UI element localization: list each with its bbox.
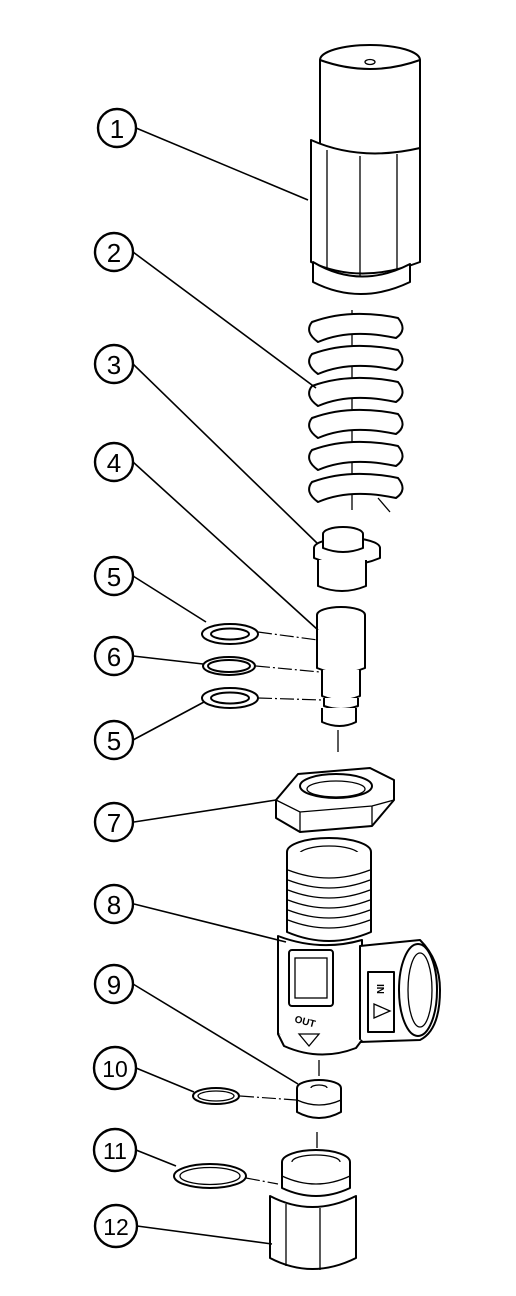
callout-3-label: 3	[107, 350, 121, 380]
callout-2-label: 2	[107, 238, 121, 268]
callout-8-label: 8	[107, 890, 121, 920]
callout-1: 1	[96, 107, 138, 149]
part-2-spring	[308, 310, 404, 513]
callout-3: 3	[93, 343, 135, 385]
leader-11	[135, 1149, 177, 1167]
part-3-spring-seat	[313, 526, 381, 592]
callout-9-label: 9	[107, 970, 121, 1000]
leader-10	[135, 1067, 195, 1093]
leader-3	[132, 363, 319, 545]
part-1-bonnet	[310, 44, 421, 295]
callout-12-label: 12	[103, 1214, 129, 1240]
leader-lines	[132, 127, 319, 1245]
callout-5-lower-label: 5	[107, 726, 121, 756]
callout-10: 10	[92, 1045, 138, 1091]
callout-7-label: 7	[107, 808, 121, 838]
ring-axis-lines	[255, 631, 323, 701]
callout-6: 6	[93, 635, 135, 677]
part-6-o-ring	[202, 656, 256, 676]
leader-7	[133, 799, 277, 823]
part-8-valve-body: IN OUT	[277, 837, 441, 1056]
callout-5-upper-label: 5	[107, 562, 121, 592]
callout-4-label: 4	[107, 448, 121, 478]
part-9-insert	[296, 1060, 342, 1119]
leader-5b	[132, 701, 205, 741]
part-11-o-ring	[173, 1163, 247, 1189]
leader-2	[132, 251, 317, 389]
callout-11-label: 11	[103, 1138, 127, 1164]
callout-6-label: 6	[107, 642, 121, 672]
part-4-piston	[316, 606, 366, 752]
part-10-o-ring	[192, 1087, 240, 1105]
callout-12: 12	[93, 1203, 139, 1249]
part-7-hex-nut	[275, 767, 395, 833]
leader-8	[133, 903, 287, 943]
leader-6	[132, 655, 204, 665]
ring-11-axis-line	[245, 1177, 279, 1185]
callout-8: 8	[93, 883, 135, 925]
callout-1-label: 1	[110, 114, 124, 144]
callout-5-lower: 5	[93, 719, 135, 761]
part-5-ring-lower	[201, 687, 259, 709]
callout-7: 7	[93, 801, 135, 843]
outlet-marking: OUT	[293, 1014, 316, 1030]
inlet-marking: IN	[374, 984, 385, 994]
callout-4: 4	[93, 441, 135, 483]
leader-4	[132, 461, 319, 631]
leader-1	[135, 127, 309, 201]
callout-9: 9	[93, 963, 135, 1005]
callout-11: 11	[92, 1127, 138, 1173]
ring-10-axis-line	[239, 1095, 297, 1101]
leader-5a	[132, 575, 207, 623]
part-5-ring-upper	[201, 623, 259, 645]
callout-2: 2	[93, 231, 135, 273]
part-12-fitting	[269, 1132, 357, 1270]
callout-10-label: 10	[102, 1056, 128, 1082]
leader-9	[132, 983, 299, 1085]
leader-12	[136, 1225, 273, 1245]
callout-5-upper: 5	[93, 555, 135, 597]
